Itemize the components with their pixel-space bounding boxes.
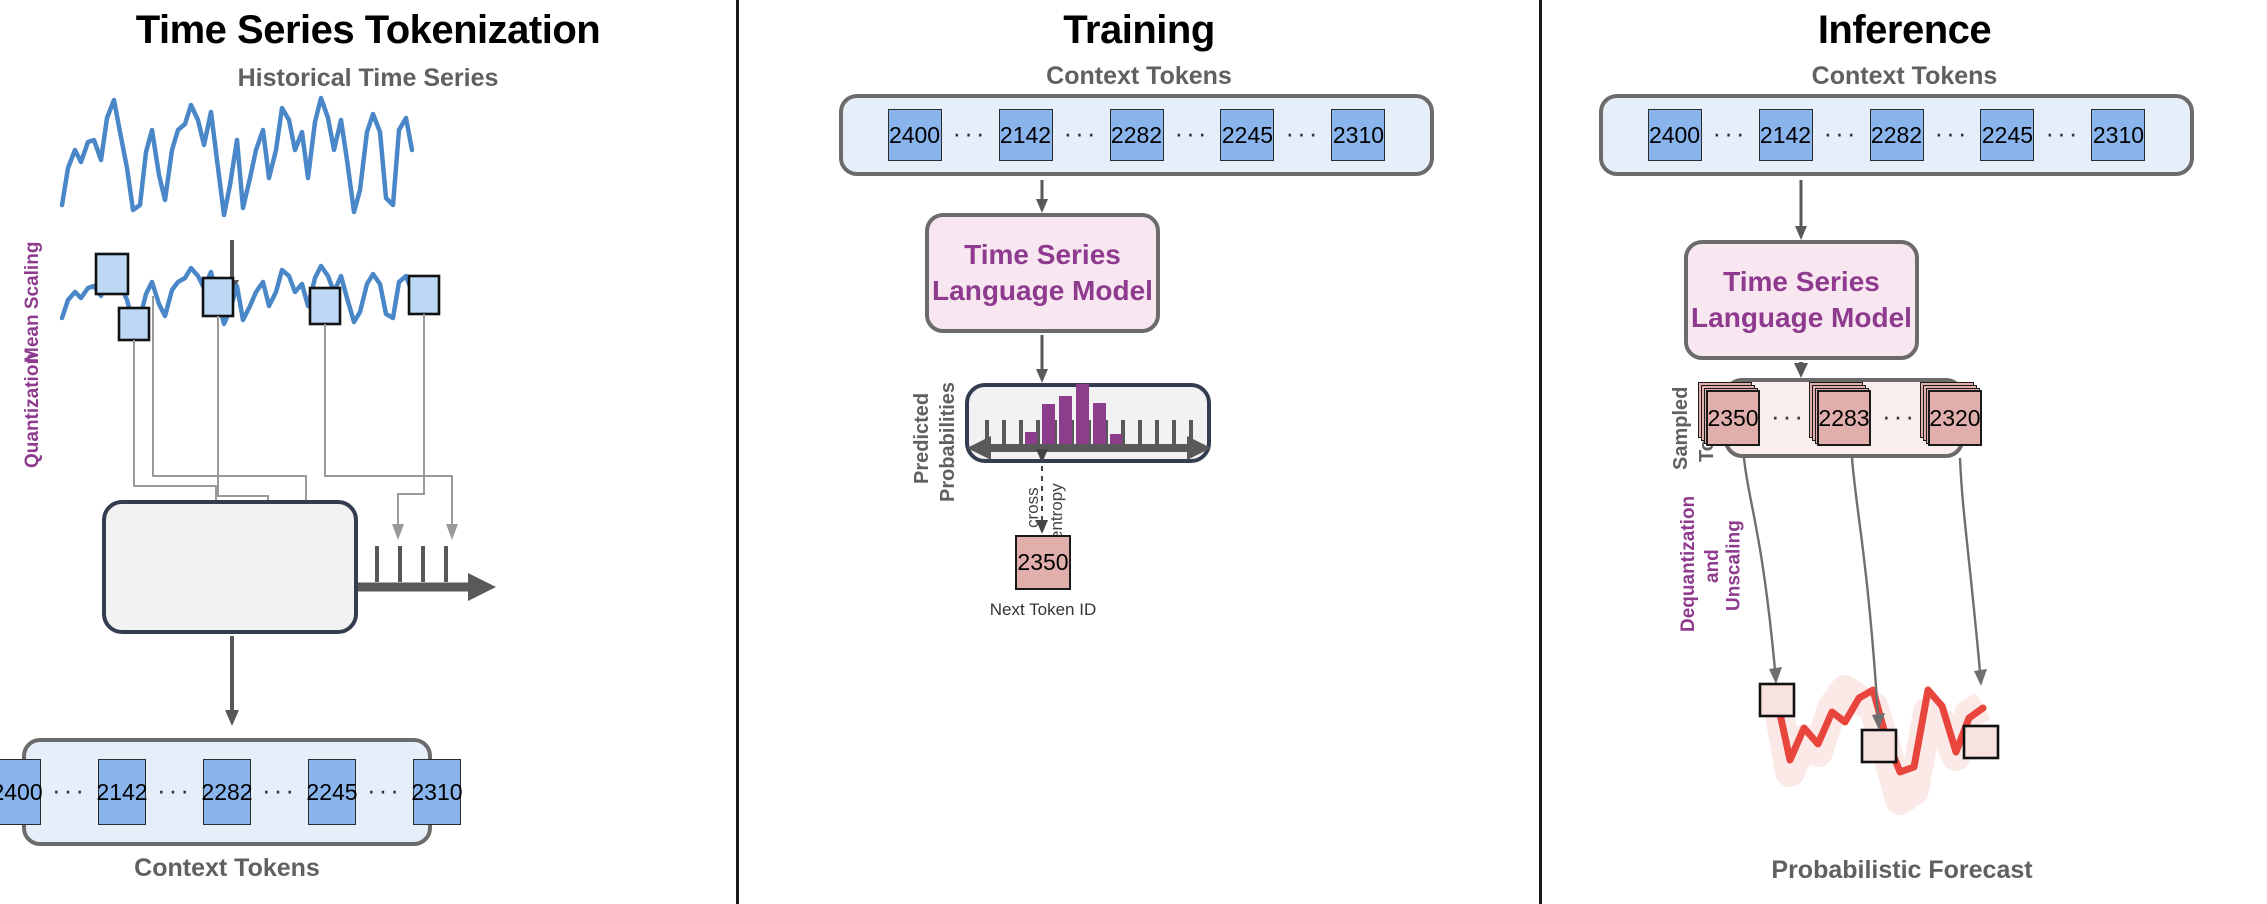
panel-title-tokenization: Time Series Tokenization [135, 8, 601, 52]
token-ellipsis: ··· [262, 775, 297, 805]
token-chip[interactable]: 2400 [1647, 109, 1702, 161]
training-graphics [967, 180, 1211, 534]
sampled-tokens-box: 2350 ··· 2283 ··· 2320 [1698, 378, 1982, 458]
sampled-token-stack[interactable]: 2350 [1698, 382, 1761, 446]
panel-training: Training Context Tokens 2400 ··· 2142 ··… [739, 0, 1539, 904]
token-ellipsis: ··· [1712, 118, 1748, 148]
token-chip[interactable]: 2310 [2091, 109, 2146, 161]
panel-title-training: Training [1063, 8, 1215, 52]
token-chip[interactable]: 2400 [0, 759, 43, 825]
panel-divider-1 [736, 0, 739, 904]
token-chip[interactable]: 2282 [201, 759, 253, 825]
cross-entropy-label-line2: entropy [1047, 483, 1066, 540]
tokenization-context-token-box: 2400 ··· 2142 ··· 2282 ··· 2245 ··· 2310 [0, 738, 463, 846]
cross-entropy-label-line1: cross [1023, 487, 1042, 528]
forecast-median-line [1773, 686, 1987, 776]
token-ellipsis: ··· [366, 775, 402, 805]
token-chip[interactable]: 2142 [96, 759, 148, 825]
token-chip[interactable]: 2142 [1758, 109, 1813, 161]
token-ellipsis: ··· [1823, 118, 1859, 148]
sampled-token-chip[interactable]: 2320 [1927, 390, 1982, 446]
model-label-line2: Language Model [932, 275, 1153, 306]
token-chip[interactable]: 2310 [1331, 109, 1386, 161]
token-ellipsis: ··· [1285, 118, 1321, 148]
token-chip[interactable]: 2282 [1869, 109, 1924, 161]
token-ellipsis: ··· [52, 775, 88, 805]
probabilistic-forecast-caption: Probabilistic Forecast [1771, 856, 2033, 884]
token-chip[interactable]: 2400 [887, 109, 942, 161]
inference-context-label: Context Tokens [1811, 62, 1998, 90]
inference-context-token-box: 2400 ··· 2142 ··· 2282 ··· 2245 ··· 2310 [1599, 94, 2194, 176]
quantization-box [102, 500, 358, 634]
token-chip[interactable]: 2245 [1220, 109, 1275, 161]
inference-model-box: Time Series Language Model [1684, 240, 1919, 360]
token-chip[interactable]: 2142 [998, 109, 1053, 161]
next-token-chip[interactable]: 2350 [1015, 535, 1071, 590]
token-chip[interactable]: 2245 [1980, 109, 2035, 161]
probability-bars [1025, 384, 1122, 446]
token-chip[interactable]: 2310 [411, 759, 463, 825]
panel-inference: Inference Context Tokens 2400 ··· 2142 ·… [1542, 0, 2267, 904]
token-ellipsis: ··· [157, 775, 192, 805]
token-chip[interactable]: 2282 [1109, 109, 1164, 161]
training-model-box: Time Series Language Model [925, 213, 1160, 333]
model-label-line1: Time Series [1723, 266, 1880, 298]
token-ellipsis: ··· [952, 118, 988, 148]
historical-series-line [59, 95, 415, 218]
sampled-token-chip[interactable]: 2350 [1706, 390, 1761, 446]
token-ellipsis: ··· [1063, 118, 1099, 148]
sampled-token-ellipsis: ··· [1771, 401, 1806, 431]
token-chip[interactable]: 2245 [306, 759, 358, 825]
sampled-token-stack[interactable]: 2320 [1919, 382, 1982, 446]
panel-divider-2 [1539, 0, 1542, 904]
token-ellipsis: ··· [1174, 118, 1210, 148]
historical-series-label: Historical Time Series [237, 64, 499, 92]
token-ellipsis: ··· [1934, 118, 1970, 148]
model-label-line2: Language Model [1691, 302, 1912, 333]
model-label-line1: Time Series [964, 239, 1121, 271]
training-context-token-box: 2400 ··· 2142 ··· 2282 ··· 2245 ··· 2310 [839, 94, 1434, 176]
next-token-caption: Next Token ID [989, 600, 1097, 619]
sampled-token-ellipsis: ··· [1882, 401, 1917, 431]
sampled-token-stack[interactable]: 2283 [1809, 382, 1871, 446]
tokenization-context-caption: Context Tokens [134, 854, 320, 882]
token-ellipsis: ··· [2045, 118, 2081, 148]
inference-graphics [1742, 180, 2000, 815]
sampled-token-chip[interactable]: 2283 [1817, 390, 1871, 446]
training-context-label: Context Tokens [1046, 62, 1232, 90]
panel-tokenization: Time Series Tokenization Historical Time… [0, 0, 736, 904]
panel-title-inference: Inference [1817, 8, 1992, 52]
